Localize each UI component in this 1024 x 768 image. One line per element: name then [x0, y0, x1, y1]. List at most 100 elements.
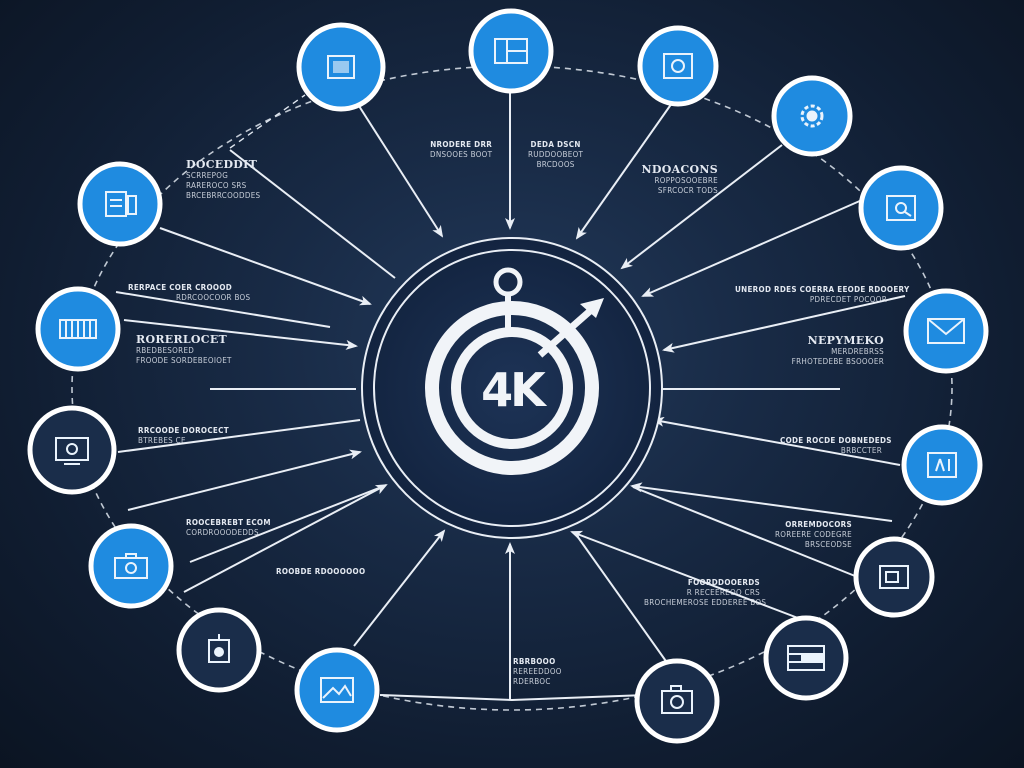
ai-tag-node[interactable] [901, 424, 983, 506]
connector [115, 291, 331, 328]
document-icon [327, 55, 355, 79]
gear-node[interactable] [771, 75, 853, 157]
camera-bag-icon [114, 553, 148, 579]
document-node[interactable] [296, 22, 386, 112]
gallery-node[interactable] [853, 536, 935, 618]
label-line: ROOCEBREBT ECOM [186, 518, 271, 527]
connector [641, 199, 863, 297]
label-heading: NEPYMEKO [807, 334, 884, 347]
gallery-icon [879, 565, 909, 589]
label-heading: DOCEDDIT [186, 158, 258, 171]
label-line: ORREMDOCORS [785, 520, 852, 529]
film-strip-icon [787, 645, 825, 671]
ai-tag-icon [927, 452, 957, 478]
label-heading: RORERLOCET [136, 333, 228, 346]
connectors [115, 92, 906, 702]
photo-collage-node[interactable] [468, 8, 554, 94]
label-bottom-left-small: ROOBDE RDOOOOOO [276, 567, 365, 577]
label-right-mid: NEPYMEKO MERDREBRSS FRHOTEDEBE BSOOOER [780, 334, 884, 367]
camera-bag-node[interactable] [88, 523, 174, 609]
label-line: RAREROCO SRS [186, 181, 247, 190]
label-line: RBRBOOO [513, 657, 556, 666]
photo-collage-icon [494, 38, 528, 64]
landscape-icon [320, 677, 354, 703]
label-line: FRHOTEDEBE BSOOOER [791, 357, 884, 366]
connector [570, 530, 799, 619]
label-line: UNEROD RDES COERRA EEODE RDOOERY [735, 285, 910, 294]
video-camera-node[interactable] [176, 607, 262, 693]
connector [183, 484, 388, 593]
label-lower-left: ROOCEBREBT ECOM CORDROOODEDDS [186, 518, 271, 538]
connector-dashed [229, 94, 306, 149]
label-line: ROPPOSOOEBRE [654, 176, 718, 185]
label-line: BRCEBRRCOODDES [186, 191, 261, 200]
files-node[interactable] [77, 161, 163, 247]
server-rack-icon [59, 319, 97, 339]
connector [159, 227, 372, 306]
image-edit-node[interactable] [858, 165, 944, 251]
mail-icon [927, 318, 965, 344]
monitor-node[interactable] [27, 405, 117, 495]
connector [574, 532, 669, 665]
photo-frame-node[interactable] [637, 25, 719, 107]
label-line: DNSOOES BOOT [430, 150, 493, 159]
label-line: RDERBOC [513, 677, 551, 686]
connector [630, 482, 893, 522]
connector [123, 319, 358, 350]
label-line: FROODE SORDEBEOIOET [136, 356, 232, 365]
server-rack-node[interactable] [35, 286, 121, 372]
label-line: BRSCEODSE [804, 540, 852, 549]
landscape-node[interactable] [294, 647, 380, 733]
connector [620, 144, 783, 270]
camera-node[interactable] [634, 658, 720, 744]
label-line: ROREERE CODEGRE [775, 530, 852, 539]
gear-icon [800, 104, 824, 128]
label-top-center-left: NRODERE DRR DNSOOES BOOT [430, 140, 492, 160]
label-line: SCRREPOG [186, 171, 229, 180]
connector [127, 449, 362, 511]
label-bottom-right-small: FOORDDOOERDS R RECEEREOO CRS BROCHEMEROS… [644, 578, 767, 608]
image-edit-icon [886, 195, 916, 221]
label-top-left: DOCEDDIT SCRREPOG RAREROCO SRS BRCEBRRCO… [186, 158, 260, 201]
connector [117, 419, 361, 453]
connector [652, 416, 901, 466]
label-line: FOORDDOOERDS [687, 578, 760, 587]
connector [632, 486, 861, 579]
label-left-upper: RERPACE COER CROOOD RDRCOOCOOR BOS [128, 283, 250, 303]
label-line: BRBCCTER [840, 446, 882, 455]
label-line: BROCHEMEROSE EDDEREE BOS [644, 598, 767, 607]
label-line: NRODERE DRR [430, 140, 493, 149]
label-line: RBEDBESORED [136, 346, 195, 355]
label-bottom-center: RBRBOOO REREEDDOO RDERBOC [513, 657, 562, 687]
monitor-icon [55, 437, 89, 465]
label-right-upper: UNEROD RDES COERRA EEODE RDOOERY PDRECDE… [735, 285, 910, 305]
label-left-lower: RRCOODE DOROCECT BTREBES CE [138, 426, 229, 446]
label-line: RUDDOOBEOT [528, 150, 584, 159]
central-hub[interactable] [361, 237, 663, 539]
video-camera-icon [208, 634, 230, 663]
label-left-mid: RORERLOCET RBEDBESORED FROODE SORDEBEOIO… [136, 333, 232, 366]
label-line: MERDREBRSS [831, 347, 884, 356]
film-strip-node[interactable] [763, 615, 849, 701]
label-right-lower: CODE ROCDE DOBNEDEDS BRBCCTER [780, 436, 891, 456]
label-line: SFRCOCR TODS [657, 186, 718, 195]
connector [353, 529, 446, 647]
label-line: BRCDOOS [536, 160, 575, 169]
label-line: RDRCOOCOOR BOS [176, 293, 251, 302]
connector [351, 94, 444, 238]
label-line: CORDROOODEDDS [186, 528, 259, 537]
label-line: ROOBDE RDOOOOOO [276, 567, 366, 576]
label-lower-right: ORREMDOCORS ROREERE CODEGRE BRSCEODSE [770, 520, 852, 550]
label-line: R RECEEREOO CRS [686, 588, 760, 597]
label-top-center-right: DEDA DSCN RUDDOOBEOT BRCDOOS [528, 140, 583, 170]
label-line: RRCOODE DOROCECT [138, 426, 229, 435]
nodes [27, 8, 989, 744]
connector [662, 295, 906, 353]
mail-node[interactable] [903, 288, 989, 374]
connector [229, 149, 396, 279]
label-top-right: NDOACONS ROPPOSOOEBRE SFRCOCR TODS [630, 163, 718, 196]
connector [575, 102, 673, 240]
label-heading: NDOACONS [641, 163, 718, 176]
